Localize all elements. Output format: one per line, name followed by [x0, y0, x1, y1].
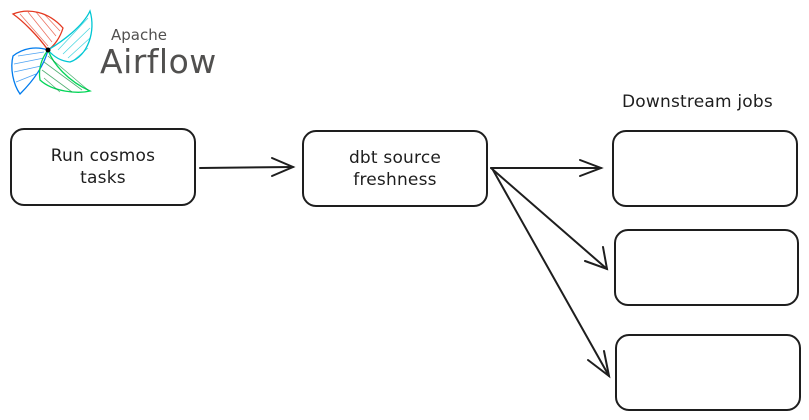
- node-run-cosmos-tasks[interactable]: Run cosmos tasks: [10, 128, 196, 206]
- logo-apache-text: Apache: [111, 26, 167, 44]
- node-dbt-source-freshness[interactable]: dbt source freshness: [302, 130, 488, 207]
- node-downstream-job-1[interactable]: [612, 130, 798, 207]
- edge-dbt-freshness-to-downstream-1: [490, 159, 604, 177]
- edge-run-cosmos-to-dbt-freshness: [199, 157, 296, 177]
- edge-dbt-freshness-to-downstream-3: [492, 169, 611, 379]
- logo-airflow-text: Airflow: [100, 42, 217, 81]
- node-label: Run cosmos tasks: [50, 146, 156, 188]
- edge-dbt-freshness-to-downstream-2: [490, 167, 609, 271]
- node-label: dbt source freshness: [348, 147, 442, 190]
- downstream-jobs-heading: Downstream jobs: [622, 92, 773, 112]
- node-downstream-job-3[interactable]: [615, 334, 801, 411]
- pinwheel-icon: [11, 9, 93, 96]
- node-downstream-job-2[interactable]: [614, 229, 799, 306]
- apache-airflow-logo: Apache Airflow: [8, 6, 228, 96]
